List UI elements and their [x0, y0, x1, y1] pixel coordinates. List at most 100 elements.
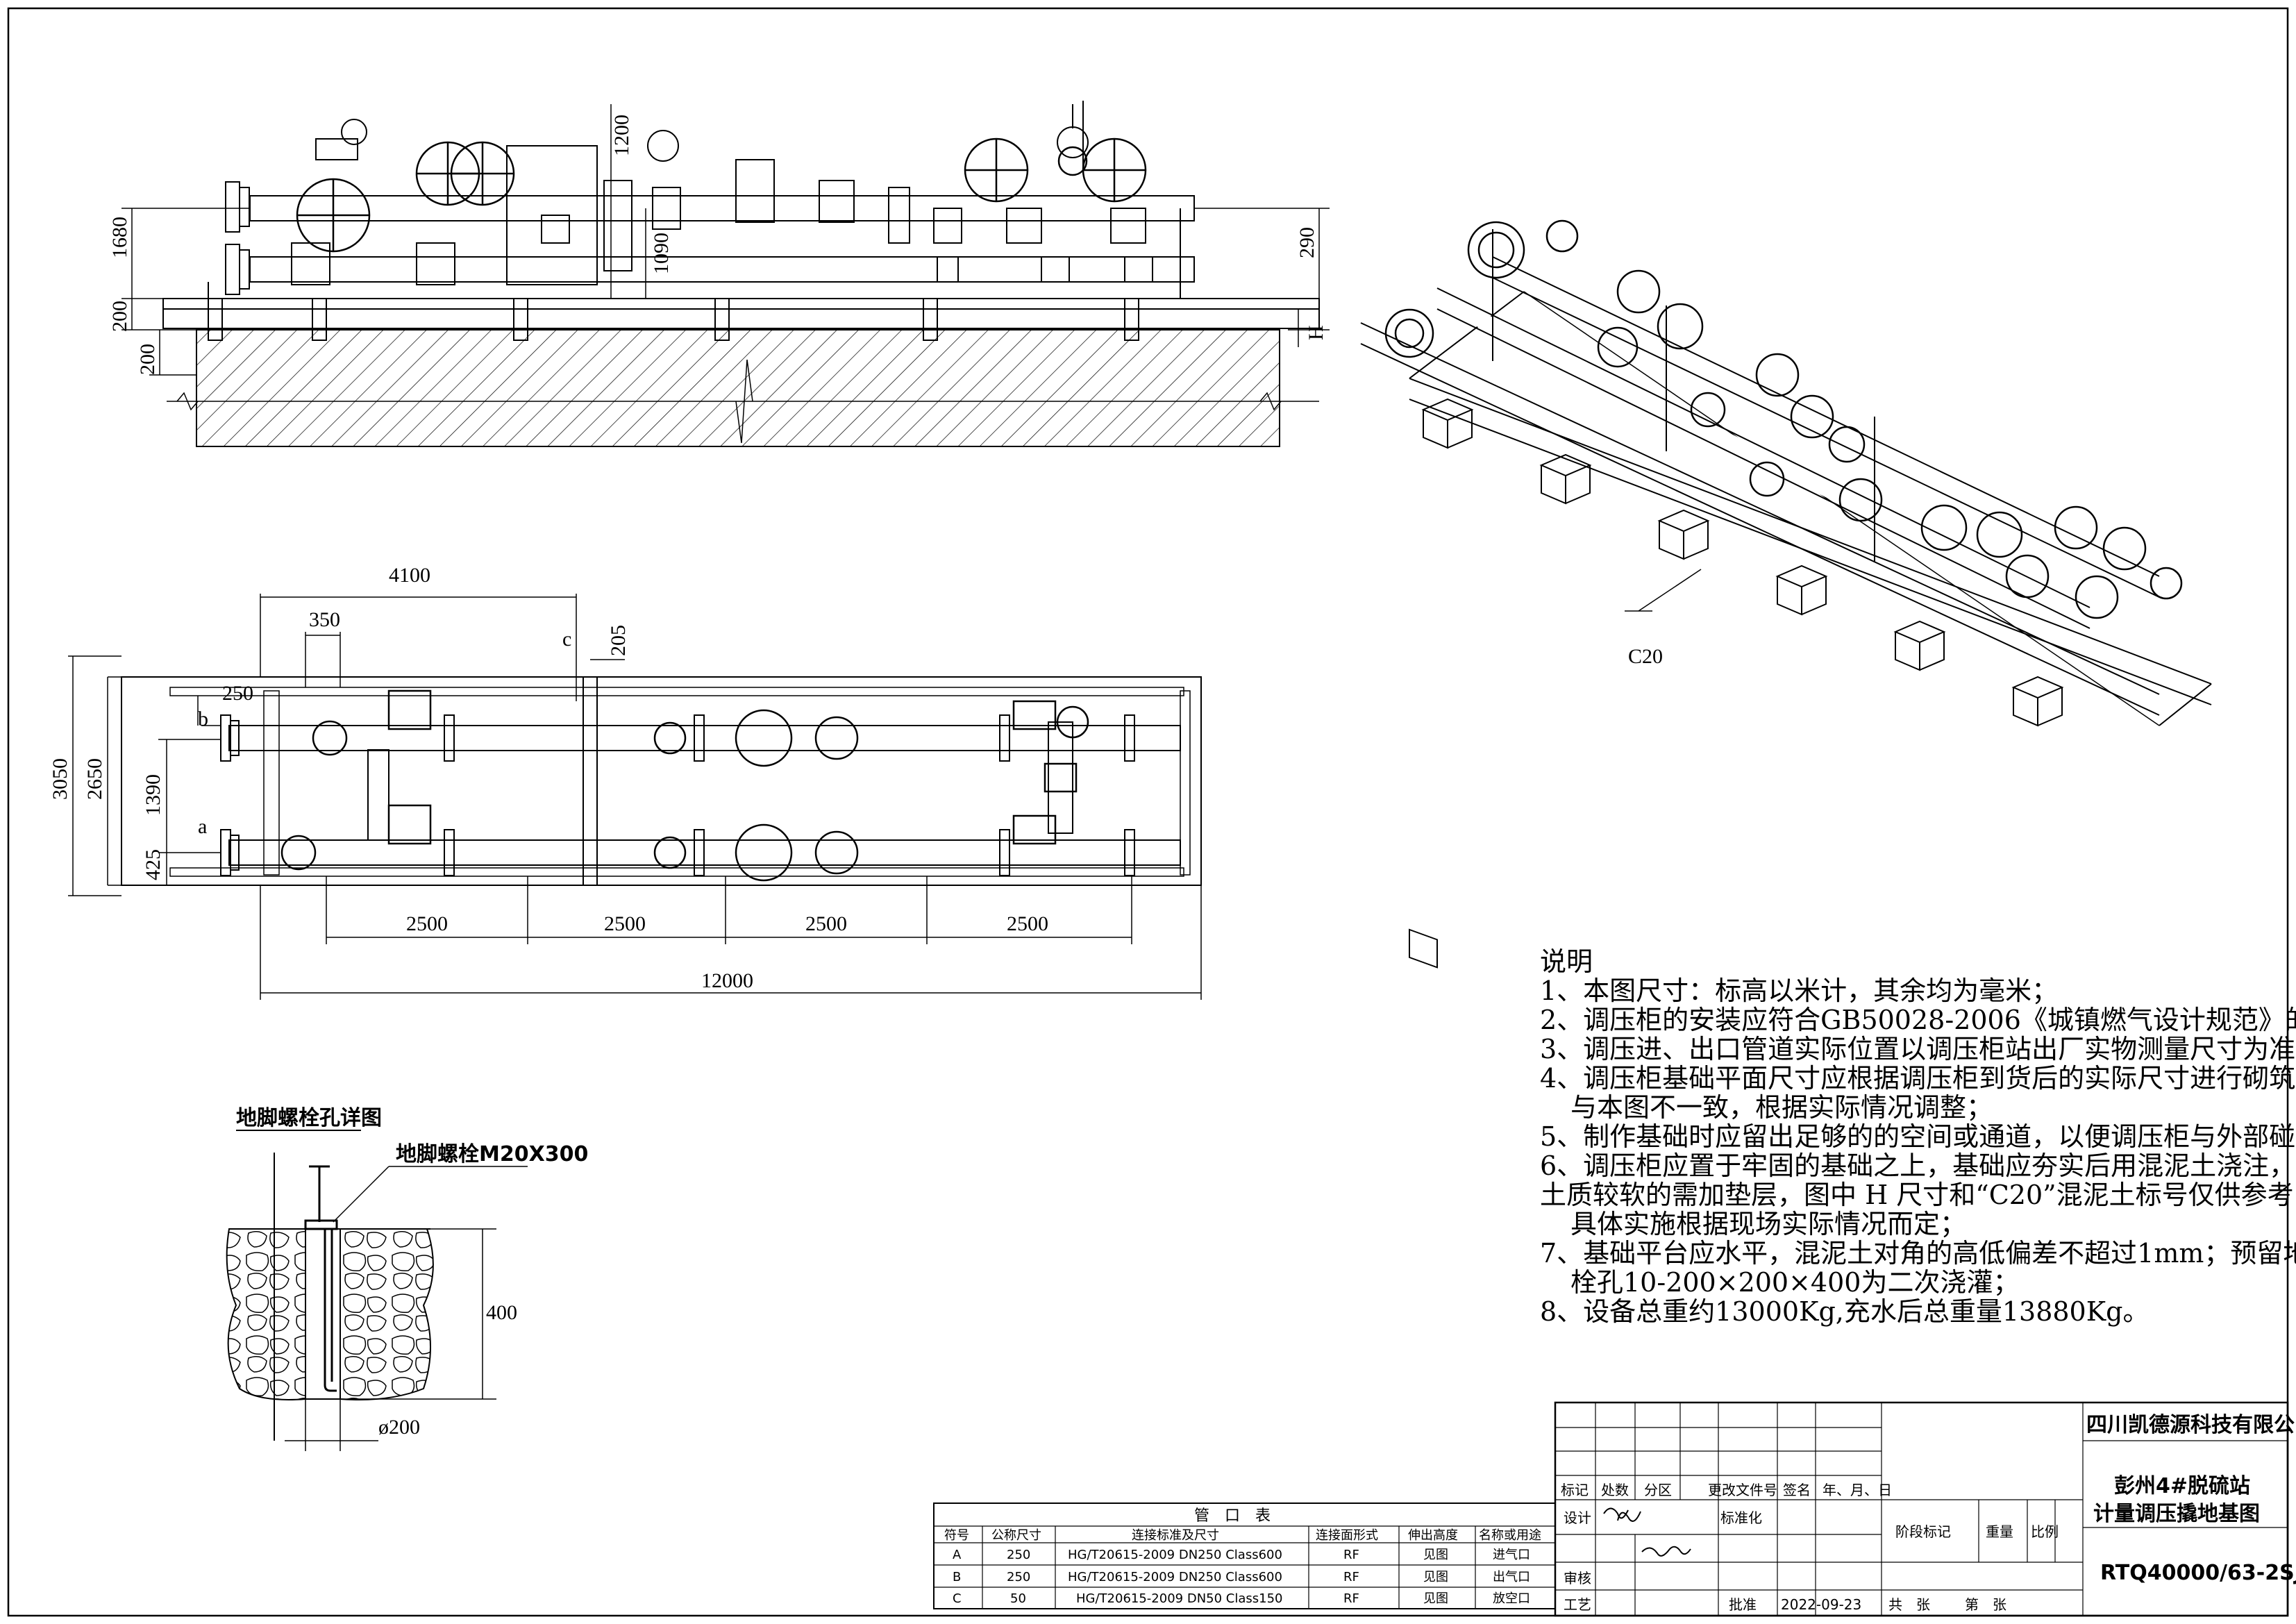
note-line-1: 1、本图尺寸：标高以米计，其余均为毫米； [1540, 976, 2058, 1006]
tb-drawing-name: 计量调压撬地基图 [2093, 1502, 2260, 1526]
tb-label-zone: 分区 [1644, 1482, 1672, 1498]
tb-label-count: 处数 [1601, 1482, 1629, 1498]
signature-review [1641, 1546, 1691, 1557]
nozzle-row-b-height: 见图 [1423, 1570, 1448, 1584]
dim-H: H [1305, 325, 1327, 340]
dim-2500-1: 2500 [406, 912, 448, 935]
dim-2500-4: 2500 [1007, 912, 1048, 935]
dim-425: 425 [142, 849, 165, 880]
nozzle-row-a-size: 250 [1007, 1548, 1030, 1562]
port-label-a: a [198, 815, 207, 838]
elevation-view: 1680 1200 1090 290 200 200 H [108, 101, 1330, 447]
tb-weight: 重量 [1986, 1523, 2013, 1540]
dim-1090: 1090 [650, 233, 673, 274]
nozzle-row-c-height: 见图 [1423, 1591, 1448, 1606]
note-line-7: 7、基础平台应水平，混泥土对角的高低偏差不超过1mm；预留地脚螺 [1540, 1238, 2296, 1269]
dim-2500-3: 2500 [805, 912, 847, 935]
nozzle-header-use: 名称或用途 [1479, 1528, 1541, 1543]
note-line-4: 4、调压柜基础平面尺寸应根据调压柜到货后的实际尺寸进行砌筑，若 [1540, 1063, 2296, 1094]
dim-250: 250 [222, 682, 253, 705]
note-line-6b: 土质较软的需加垫层，图中 H 尺寸和“C20”混泥土标号仅供参考， [1540, 1180, 2296, 1210]
foundation-block [196, 329, 1280, 447]
dim-3050: 3050 [49, 758, 72, 800]
detail-depth: 400 [486, 1301, 517, 1324]
note-line-5: 5、制作基础时应留出足够的的空间或通道，以便调压柜与外部碰管； [1540, 1121, 2296, 1152]
dim-205: 205 [607, 625, 630, 656]
tb-total: 共 张 [1888, 1596, 1930, 1613]
detail-title: 地脚螺栓孔详图 [236, 1106, 382, 1130]
tb-process: 工艺 [1564, 1596, 1591, 1613]
plan-view: 4100 350 205 3050 2650 1390 425 250 2500… [49, 564, 1202, 1000]
nozzle-row-a-height: 见图 [1423, 1548, 1448, 1562]
tb-drawing-no: RTQ40000/63-2SJ [2100, 1561, 2296, 1585]
notes-heading: 说明 [1540, 946, 1593, 977]
nozzle-row-a-standard: HG/T20615-2009 DN250 Class600 [1068, 1548, 1282, 1562]
foundation-outline [121, 676, 1202, 886]
tb-label-mark: 标记 [1561, 1482, 1589, 1498]
dim-4100: 4100 [389, 564, 430, 587]
note-line-6: 6、调压柜应置于牢固的基础之上，基础应夯实后用混泥土浇注，对于 [1540, 1150, 2296, 1181]
nozzle-header-face: 连接面形式 [1316, 1528, 1378, 1543]
dim-12000: 12000 [701, 969, 753, 992]
nozzle-table-title: 管 口 表 [1194, 1507, 1271, 1525]
dim-2650: 2650 [83, 758, 106, 800]
tb-review: 审核 [1564, 1570, 1591, 1587]
dim-200-top: 200 [108, 301, 131, 332]
tb-approve: 批准 [1729, 1596, 1757, 1613]
nozzle-row-b-use: 出气口 [1493, 1570, 1530, 1584]
note-line-4b: 与本图不一致，根据实际情况调整； [1570, 1092, 1993, 1123]
dim-1680: 1200 [610, 115, 633, 156]
note-line-3: 3、调压进、出口管道实际位置以调压柜站出厂实物测量尺寸为准； [1540, 1034, 2296, 1064]
tb-design: 设计 [1564, 1509, 1591, 1526]
tb-project: 彭州4#脱硫站 [2114, 1474, 2250, 1498]
tb-label-sign: 签名 [1783, 1482, 1811, 1498]
nozzle-row-b-standard: HG/T20615-2009 DN250 Class600 [1068, 1570, 1282, 1584]
tb-scale: 比例 [2031, 1523, 2059, 1540]
nozzle-row-a-use: 进气口 [1493, 1548, 1530, 1562]
anchor-bolt-detail: 地脚螺栓孔详图 地脚螺栓M20X300 400 ø200 [226, 1106, 588, 1451]
tb-date: 2022-09-23 [1781, 1596, 1861, 1613]
note-line-2: 2、调压柜的安装应符合GB50028-2006《城镇燃气设计规范》的要求； [1540, 1005, 2296, 1035]
nozzle-row-a-symbol: A [953, 1548, 962, 1562]
nozzle-row-c-face: RF [1343, 1591, 1359, 1606]
tb-label-date: 年、月、日 [1822, 1482, 1892, 1498]
nozzle-row-b-symbol: B [953, 1570, 961, 1584]
nozzle-header-standard: 连接标准及尺寸 [1132, 1528, 1219, 1543]
nozzle-row-b-size: 250 [1007, 1570, 1030, 1584]
dim-200-bottom: 200 [136, 344, 159, 375]
nozzle-header-height: 伸出高度 [1408, 1528, 1458, 1543]
nozzle-row-c-size: 50 [1010, 1591, 1026, 1606]
note-line-7b: 栓孔10-200×200×400为二次浇灌； [1570, 1267, 2019, 1298]
port-label-c: c [562, 628, 571, 651]
port-label-b: b [198, 708, 208, 730]
dim-1200: 1680 [108, 217, 131, 258]
bolt-label: 地脚螺栓M20X300 [396, 1142, 588, 1166]
tb-standardize: 标准化 [1720, 1509, 1762, 1526]
nozzle-row-b-face: RF [1343, 1570, 1359, 1584]
nozzle-header-symbol: 符号 [944, 1528, 969, 1543]
dim-1390: 1390 [142, 774, 165, 816]
nozzle-header-size: 公称尺寸 [991, 1528, 1041, 1543]
nozzle-row-c-use: 放空口 [1493, 1591, 1530, 1606]
isometric-view: C20 [1360, 219, 2212, 969]
tb-stage: 阶段标记 [1895, 1523, 1951, 1540]
dim-2500-2: 2500 [604, 912, 646, 935]
note-line-8: 8、设备总重约13000Kg,充水后总重量13880Kg。 [1540, 1296, 2149, 1327]
nozzle-row-a-face: RF [1343, 1548, 1359, 1562]
tb-label-change-no: 更改文件号 [1708, 1482, 1777, 1498]
concrete-grade-label: C20 [1628, 645, 1663, 668]
note-line-6c: 具体实施根据现场实际情况而定； [1570, 1209, 1966, 1239]
title-block: 四川凯德源科技有限公司 彭州4#脱硫站 计量调压撬地基图 RTQ40000/63… [1554, 1401, 2296, 1617]
dim-350: 350 [309, 608, 340, 631]
nozzle-row-c-standard: HG/T20615-2009 DN50 Class150 [1076, 1591, 1283, 1606]
detail-diameter: ø200 [378, 1416, 420, 1439]
signature-design [1603, 1507, 1641, 1522]
tb-sheet: 第 张 [1965, 1596, 2006, 1613]
dim-290: 290 [1296, 227, 1318, 258]
sheet-border [7, 7, 2289, 1617]
notes: 说明 1、本图尺寸：标高以米计，其余均为毫米； 2、调压柜的安装应符合GB500… [1540, 946, 2296, 1327]
nozzle-row-c-symbol: C [953, 1591, 962, 1606]
tb-company: 四川凯德源科技有限公司 [2086, 1413, 2296, 1437]
nozzle-table: 管 口 表 符号 公称尺寸 连接标准及尺寸 连接面形式 伸出高度 名称或用途 A… [933, 1502, 1556, 1609]
